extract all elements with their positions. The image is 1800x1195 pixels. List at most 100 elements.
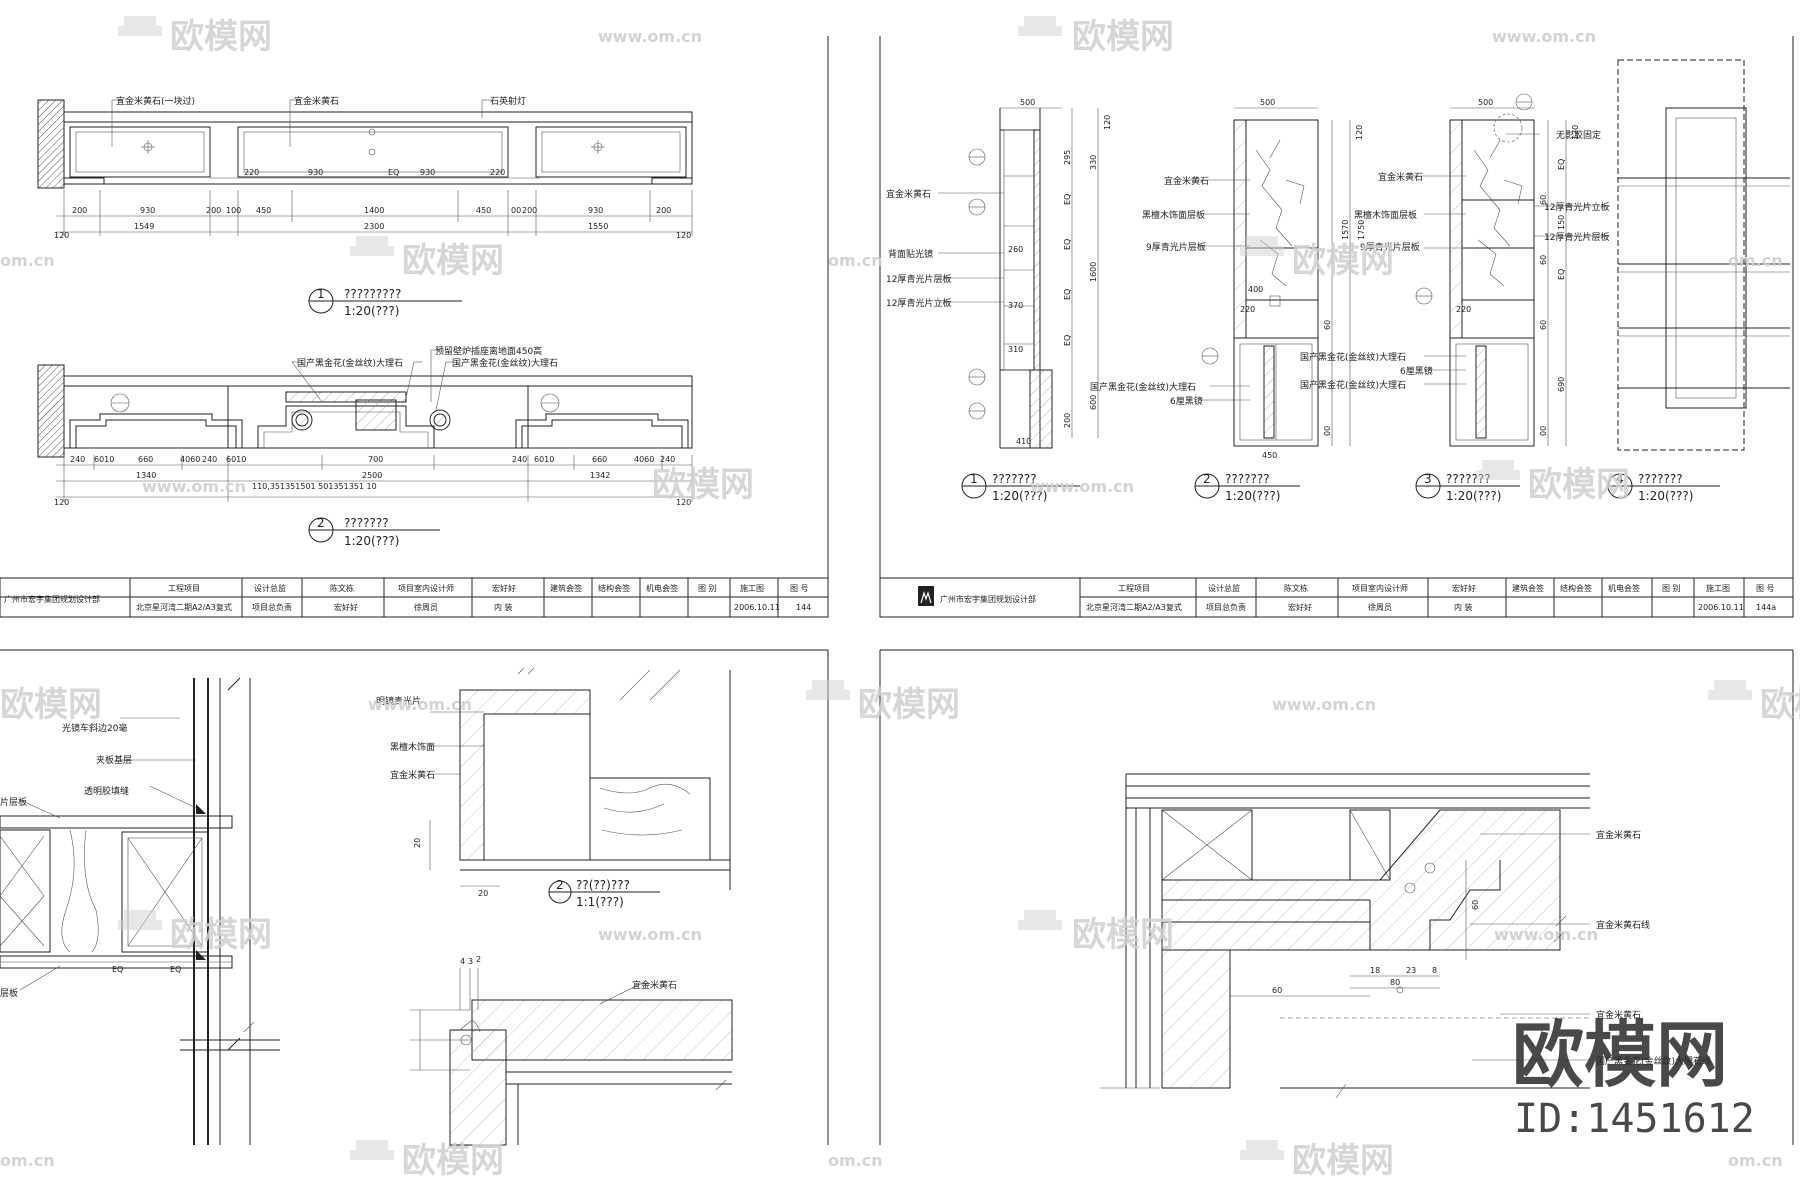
sec3-dim-v-5: 60 <box>1539 255 1548 265</box>
sheet1-titleblock: 广州市宏宇集团规划设计部 工程项目 设计总监 陈文栋 项目室内设计师 宏好好 建… <box>0 577 829 618</box>
sec1-dim-v-9: 200 <box>1063 413 1072 428</box>
sheet3-label-left-1: 光镜车斜边20毫 <box>62 722 127 734</box>
sec1-dim-v-4: EQ <box>1063 194 1072 205</box>
sheet3-label-right-3: 宜金米黄石 <box>390 769 435 781</box>
sheet1-company: 广州市宏宇集团规划设计部 <box>4 594 100 604</box>
sec3-dim-h-2: 220 <box>1456 305 1471 314</box>
sheet1-tb-v1: 北京星河湾二期A2/A3复式 <box>136 602 232 612</box>
elev2-caption-num: 2 <box>317 516 325 530</box>
elev1-dim-10: 930 <box>588 206 603 215</box>
sheet2-company: 广州市宏宇集团规划设计部 <box>940 594 1036 604</box>
sec3-dim-v-12: 00 <box>1539 426 1548 436</box>
sec3-caption-scale: 1:20(???) <box>1446 489 1501 503</box>
wm-brand-9: 欧模网 <box>1760 685 1800 725</box>
wm-url-2: www.om.cn <box>1492 27 1596 46</box>
sheet4-label-2: 宜金米黄石线 <box>1596 919 1650 931</box>
sec1-dim-v-1: 120 <box>1103 115 1112 130</box>
sec3-label-8: 6厘黑镜 <box>1400 365 1433 377</box>
sec1-caption-title: ??????? <box>992 472 1037 486</box>
sec1-caption-num: 1 <box>970 472 978 486</box>
sheet4-dim-18: 18 <box>1370 966 1380 975</box>
wm-url-4: om.cn <box>828 251 883 270</box>
sec3-dim-v-6: EQ <box>1557 269 1566 280</box>
sec2-label-2: 黑檀木饰面层板 <box>1142 209 1205 221</box>
sec3-dim-v-11: 690 <box>1557 377 1566 392</box>
detail-sheet-3: EQ EQ 光镜车斜边20毫 夹板基层 透明胶填缝 片层板 层板 明镜青光片 黑… <box>0 667 733 1146</box>
sec1-dim-v-5: EQ <box>1063 239 1072 250</box>
sheet3-caption-num: 2 <box>556 878 564 892</box>
sec3-dim-h-1: 500 <box>1478 98 1493 107</box>
company-logo-icon <box>918 586 934 606</box>
sheet2-tb-v3: 宏好好 <box>1288 602 1312 612</box>
elev2-dim-total-1: 1340 <box>136 471 156 480</box>
elev1-dim-3: 200 <box>206 206 221 215</box>
watermark-logo-icon <box>118 16 1752 1160</box>
sheet4-dim-80: 80 <box>1390 978 1400 987</box>
wm-brand-3: 欧模网 <box>402 241 504 281</box>
elev1-dim-7: 450 <box>476 206 491 215</box>
sheet2-tb-v1: 北京星河湾二期A2/A3复式 <box>1086 602 1182 612</box>
sec3-caption-num: 3 <box>1424 472 1432 486</box>
sheet4-dim-8: 8 <box>1432 966 1437 975</box>
sheet1-tb-v4: 徐周员 <box>414 602 438 612</box>
sec3-label-7: 国产黑金花(金丝纹)大理石 <box>1300 351 1406 363</box>
sheet1-tb-h10: 施工图 <box>740 583 764 593</box>
elev2-dim-total-2: 2500 <box>362 471 382 480</box>
elev1-dim-4: 100 <box>226 206 241 215</box>
elevation-1: 宜金米黄石(一块过) 宜金米黄石 石英射灯 220 930 EQ 930 220… <box>37 95 693 318</box>
sheet2-tb-v5: 内 装 <box>1454 602 1473 612</box>
sec1-label-4: 12厚青光片立板 <box>886 297 951 309</box>
elev1-callout-3: 石英射灯 <box>490 95 526 107</box>
sheet3-label-left-5: 层板 <box>0 987 18 999</box>
sheet2-tb-h5: 宏好好 <box>1452 583 1476 593</box>
wm-brand-6: 欧模网 <box>1528 465 1630 505</box>
wm-brand-11: 欧模网 <box>1072 915 1174 955</box>
sheet2-tb-h4: 项目室内设计师 <box>1352 583 1408 593</box>
sec3-dim-v-7: 60 <box>1539 320 1548 330</box>
wm-brand-4: 欧模网 <box>1292 241 1394 281</box>
sheet1-tb-v3: 宏好好 <box>334 602 358 612</box>
sheet4-label-1: 宜金米黄石 <box>1596 829 1641 841</box>
sheet3-dim-20-a: 20 <box>413 838 422 848</box>
sec2-caption-title: ??????? <box>1225 472 1270 486</box>
sec1-dim-v-6: 1600 <box>1089 262 1098 282</box>
sheet1-tb-v10: 2006.10.11 <box>734 603 780 612</box>
wm-brand-12: 欧模网 <box>402 1141 504 1181</box>
elev2-dim-9: 6010 <box>534 455 554 464</box>
sheet3-caption-scale: 1:1(???) <box>576 895 624 909</box>
wm-url-1: www.om.cn <box>598 27 702 46</box>
sec1-caption: 1 ??????? 1:20(???) <box>961 472 1080 503</box>
sec2-dim-h-2: 400 <box>1248 285 1263 294</box>
sheet1-tb-h9: 图 别 <box>698 584 717 593</box>
sheet4-dim-23: 23 <box>1406 966 1416 975</box>
wm-url-5: om.cn <box>1728 251 1783 270</box>
sec4-caption-scale: 1:20(???) <box>1638 489 1693 503</box>
wm-brand-1: 欧模网 <box>170 17 272 57</box>
sec3-dim-v-4: 150 <box>1557 215 1566 230</box>
sec1-label-2: 背面贴光镜 <box>888 248 933 260</box>
elev2-caption: 2 ??????? 1:20(???) <box>308 516 440 548</box>
sheet2-tb-h7: 结构会签 <box>1560 583 1592 593</box>
elev1-callout-1: 宜金米黄石(一块过) <box>116 95 195 107</box>
elev1-caption-title: ????????? <box>344 287 401 301</box>
wm-brand-13: 欧模网 <box>1292 1141 1394 1181</box>
sec1-label-1: 宜金米黄石 <box>886 188 931 200</box>
elev1-end-dim-left: 120 <box>54 231 69 240</box>
sheet2-tb-h3: 陈文栋 <box>1284 583 1308 593</box>
sec3-label-2: 宜金米黄石 <box>1378 171 1423 183</box>
sheet3-label-left-2: 夹板基层 <box>96 754 132 766</box>
sheet1-tb-h5: 宏好好 <box>492 583 516 593</box>
elev2-callout-1: 预留壁炉插座离地面450高 <box>435 345 542 357</box>
sheet3-dim-2: 2 <box>476 955 481 964</box>
elev1-dim-11: 200 <box>656 206 671 215</box>
elev2-dim-6: 6010 <box>226 455 246 464</box>
elev1-inner-dim-2: 930 <box>308 168 323 177</box>
elev1-inner-dim-3: EQ <box>388 168 399 177</box>
sheet2-tb-h9: 图 别 <box>1662 584 1681 593</box>
section-4: 4 ??????? 1:20(???) <box>1607 59 1790 503</box>
elev1-caption-num: 1 <box>317 287 325 301</box>
elev2-dim-7: 700 <box>368 455 383 464</box>
elev2-dim-5: 240 <box>202 455 217 464</box>
elev1-inner-dim-1: 220 <box>244 168 259 177</box>
sheet2-tb-h10: 施工图 <box>1706 583 1730 593</box>
